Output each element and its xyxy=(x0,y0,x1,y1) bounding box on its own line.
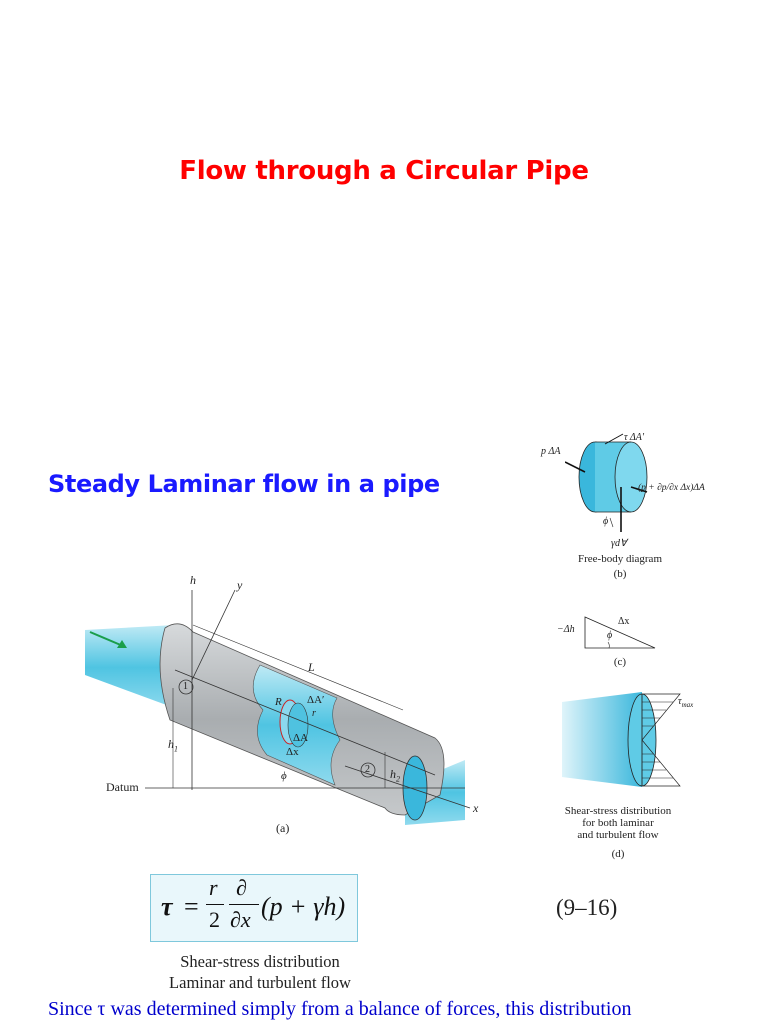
shear-arrow xyxy=(604,433,624,445)
label-section-2: 2 xyxy=(365,764,370,775)
stress-triangle xyxy=(641,693,681,787)
label-h1: h1 xyxy=(168,737,178,754)
caption-b-title: Free-body diagram xyxy=(578,553,662,565)
free-body-figure-b xyxy=(565,433,648,532)
label-tau-dA: τ ΔA′ xyxy=(624,432,645,443)
slide-subtitle: Steady Laminar flow in a pipe xyxy=(48,470,440,498)
eq-dden: ∂x xyxy=(230,907,251,932)
label-r: r xyxy=(312,708,316,719)
pressure-arrow-in xyxy=(565,461,586,473)
label-weight: γd∀ xyxy=(611,538,627,549)
label-L: L xyxy=(308,660,315,674)
pipe-figure-a xyxy=(85,589,471,825)
label-R: R xyxy=(275,696,282,708)
label-downstream-force: (p + ∂p/∂x Δx)ΔA xyxy=(638,483,705,493)
equation-box: τ = r 2 ∂ ∂x (p + γh) xyxy=(150,874,358,942)
label-phi-a: ϕ xyxy=(281,770,287,782)
caption-d-text: Shear-stress distribution for both lamin… xyxy=(564,805,672,841)
section-1-marker xyxy=(178,679,194,695)
label-neg-dh: −Δh xyxy=(557,624,575,635)
label-phi-c: ϕ xyxy=(607,630,613,641)
label-h2: h2 xyxy=(390,767,400,784)
caption-d: (d) xyxy=(611,848,625,860)
eq-den: 2 xyxy=(209,907,220,932)
label-h: h xyxy=(190,573,196,587)
label-phi-b: ϕ xyxy=(603,516,609,527)
eq-lhs: τ xyxy=(161,892,173,921)
flow-arrow xyxy=(89,631,124,647)
eq-num: r xyxy=(209,875,218,900)
label-dx-c: Δx xyxy=(618,616,630,627)
x-axis xyxy=(344,765,471,809)
label-datum: Datum xyxy=(106,780,139,794)
slide-title: Flow through a Circular Pipe xyxy=(179,156,589,186)
eq-dnum: ∂ xyxy=(236,875,247,900)
label-y: y xyxy=(237,578,243,592)
equation-caption: Shear-stress distribution Laminar and tu… xyxy=(169,952,351,992)
label-section-1: 1 xyxy=(183,681,188,692)
section-2-marker xyxy=(360,762,376,778)
shear-distribution-figure-d xyxy=(562,692,681,787)
equation-number: (9–16) xyxy=(556,895,618,920)
caption-a: (a) xyxy=(276,821,290,835)
caption-b: (b) xyxy=(613,568,627,580)
y-axis xyxy=(191,589,236,681)
label-pdA: p ΔA xyxy=(541,446,561,457)
label-dA: ΔA xyxy=(293,732,309,744)
label-tau-max: τmax xyxy=(678,696,694,709)
triangle-figure-c xyxy=(584,616,656,649)
centerline xyxy=(174,669,436,776)
inflow-water xyxy=(85,625,180,710)
pressure-arrow-out xyxy=(630,486,648,493)
label-dx: Δx xyxy=(286,746,299,758)
eq-rhs: (p + γh) xyxy=(261,892,346,921)
body-text: Since τ was determined simply from a bal… xyxy=(48,998,632,1020)
label-dAprime: ΔA′ xyxy=(307,694,325,706)
label-x: x xyxy=(473,801,479,815)
caption-c: (c) xyxy=(613,656,627,668)
